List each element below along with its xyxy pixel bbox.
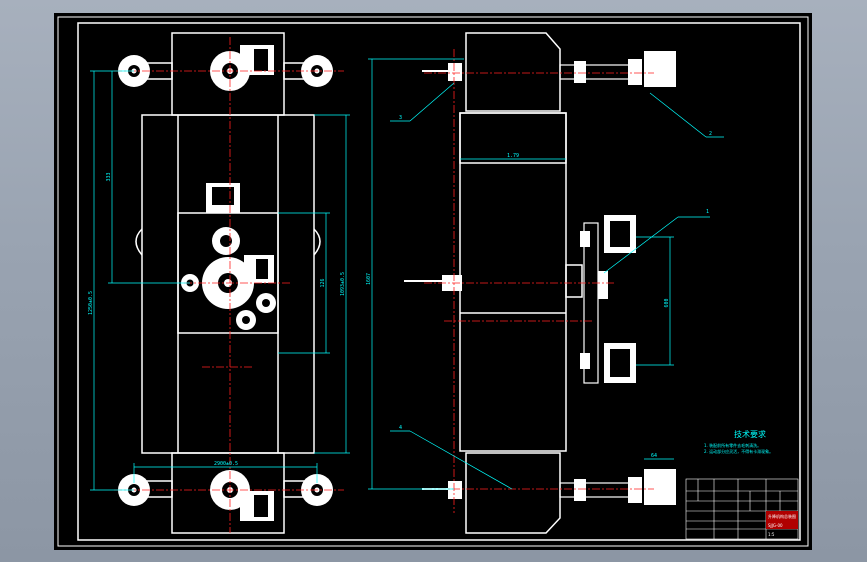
inner-frame: [77, 22, 801, 541]
front-dimensions: [90, 70, 350, 491]
gear-train: [181, 183, 276, 330]
dim-front-center: 126: [320, 278, 326, 287]
mid-column: [583, 222, 599, 384]
dim-front-bottom: 2900±0.5: [214, 461, 238, 467]
side-view: [459, 32, 583, 534]
title-block-drawing-no: SJJG-00: [768, 523, 783, 528]
front-centerlines: [114, 37, 344, 533]
balloon-3: 3: [399, 115, 402, 121]
dim-side-pitch: 600: [664, 298, 670, 307]
front-view: [125, 32, 327, 534]
side-bottom-housing: [465, 452, 561, 534]
dim-front-inner: 333: [106, 172, 112, 181]
notes-line-1: 1. 装配前所有零件去毛刺清洗。: [704, 442, 761, 448]
side-actuators: [404, 51, 676, 505]
balloon-2: 2: [709, 131, 712, 137]
dim-front-height: 1250±0.5: [88, 291, 94, 315]
title-block-name: 升降机构总装图: [768, 513, 796, 519]
title-block-highlight-1: [766, 511, 798, 521]
dim-side-total: 1607: [366, 273, 372, 285]
title-block: [685, 478, 799, 540]
rod-bottom: [559, 482, 633, 498]
notes-title: 技术要求: [734, 429, 766, 439]
title-block-highlight-2: [766, 521, 798, 529]
side-panel: [459, 112, 567, 164]
balloon-4: 4: [399, 425, 402, 431]
motor-side-top: [644, 51, 676, 87]
motor-side-bottom: [644, 469, 676, 505]
title-block-ratio: 1:5: [768, 532, 775, 537]
rod-top: [559, 64, 633, 80]
dim-side-width: 1.79: [507, 153, 519, 159]
balloon-1: 1: [706, 209, 709, 215]
bottom-wheels: [118, 470, 333, 521]
side-top-housing: [465, 32, 561, 112]
side-centerlines: [424, 49, 654, 513]
cad-viewport[interactable]: 1250±0.5 333 126 1093±0.5 2900±0.5: [54, 13, 812, 550]
assembly-drawing: 1250±0.5 333 126 1093±0.5 2900±0.5: [57, 16, 809, 547]
dim-front-side: 1093±0.5: [340, 272, 346, 296]
outer-frame: [57, 16, 809, 547]
dim-side-bottom: 64: [651, 453, 657, 459]
top-wheels: [118, 45, 333, 91]
notes-line-2: 2. 运动部分应灵活，不得有卡滞现象。: [704, 448, 773, 454]
side-dimensions: [368, 58, 724, 490]
